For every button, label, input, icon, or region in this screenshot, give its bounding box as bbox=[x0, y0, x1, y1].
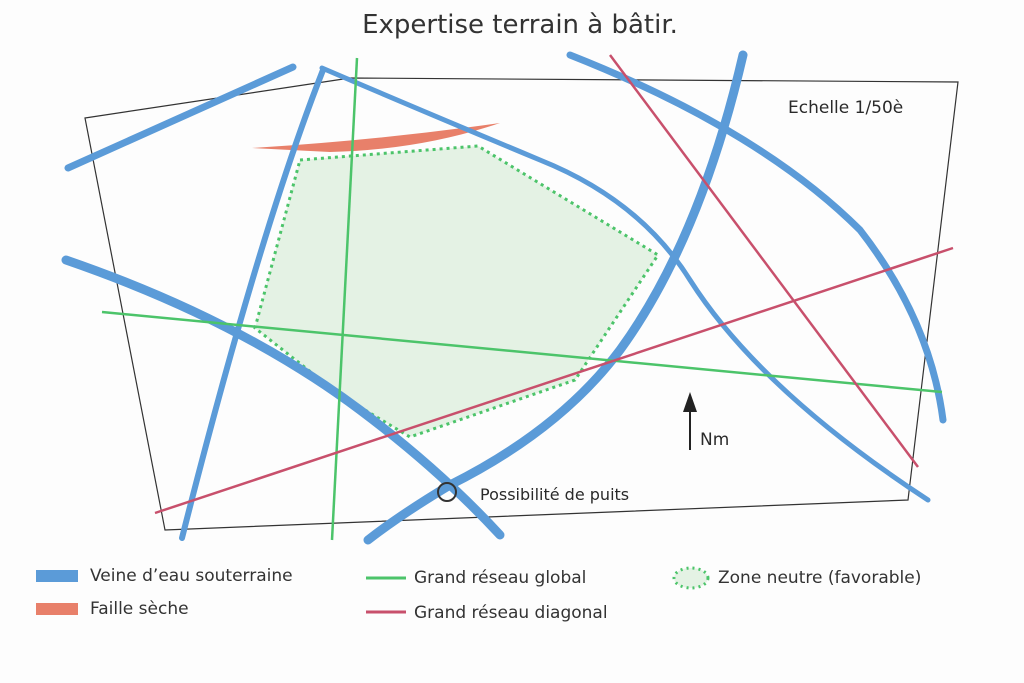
water-vein-1 bbox=[64, 63, 297, 172]
north-label: Nm bbox=[700, 430, 730, 450]
terrain-outline bbox=[84, 77, 959, 531]
global-grid-line-2 bbox=[101, 310, 943, 394]
water-vein-6 bbox=[566, 51, 947, 424]
dry-fault bbox=[252, 123, 500, 152]
legend-water-swatch bbox=[36, 570, 78, 582]
well-marker bbox=[437, 482, 457, 502]
legend-fault-label: Faille sèche bbox=[90, 599, 189, 619]
legend-fault-swatch bbox=[36, 603, 78, 615]
legend-zone-label: Zone neutre (favorable) bbox=[718, 568, 922, 588]
legend-zone-swatch bbox=[672, 566, 710, 590]
water-vein-2 bbox=[179, 67, 326, 541]
diagonal-grid-line-1 bbox=[608, 54, 920, 468]
legend-water-label: Veine d’eau souterraine bbox=[90, 566, 293, 586]
global-grid-line-1 bbox=[330, 57, 359, 541]
legend-global-label: Grand réseau global bbox=[414, 568, 587, 588]
neutral-zone bbox=[253, 144, 661, 439]
water-vein-5 bbox=[363, 50, 748, 545]
legend-diagonal-label: Grand réseau diagonal bbox=[414, 603, 608, 623]
well-label: Possibilité de puits bbox=[480, 485, 630, 504]
scale-label: Echelle 1/50è bbox=[788, 98, 904, 118]
diagonal-grid-line-2 bbox=[154, 246, 954, 515]
water-vein-3 bbox=[319, 65, 931, 503]
diagram-title: Expertise terrain à bâtir. bbox=[362, 10, 678, 40]
north-arrow-icon bbox=[683, 392, 697, 450]
